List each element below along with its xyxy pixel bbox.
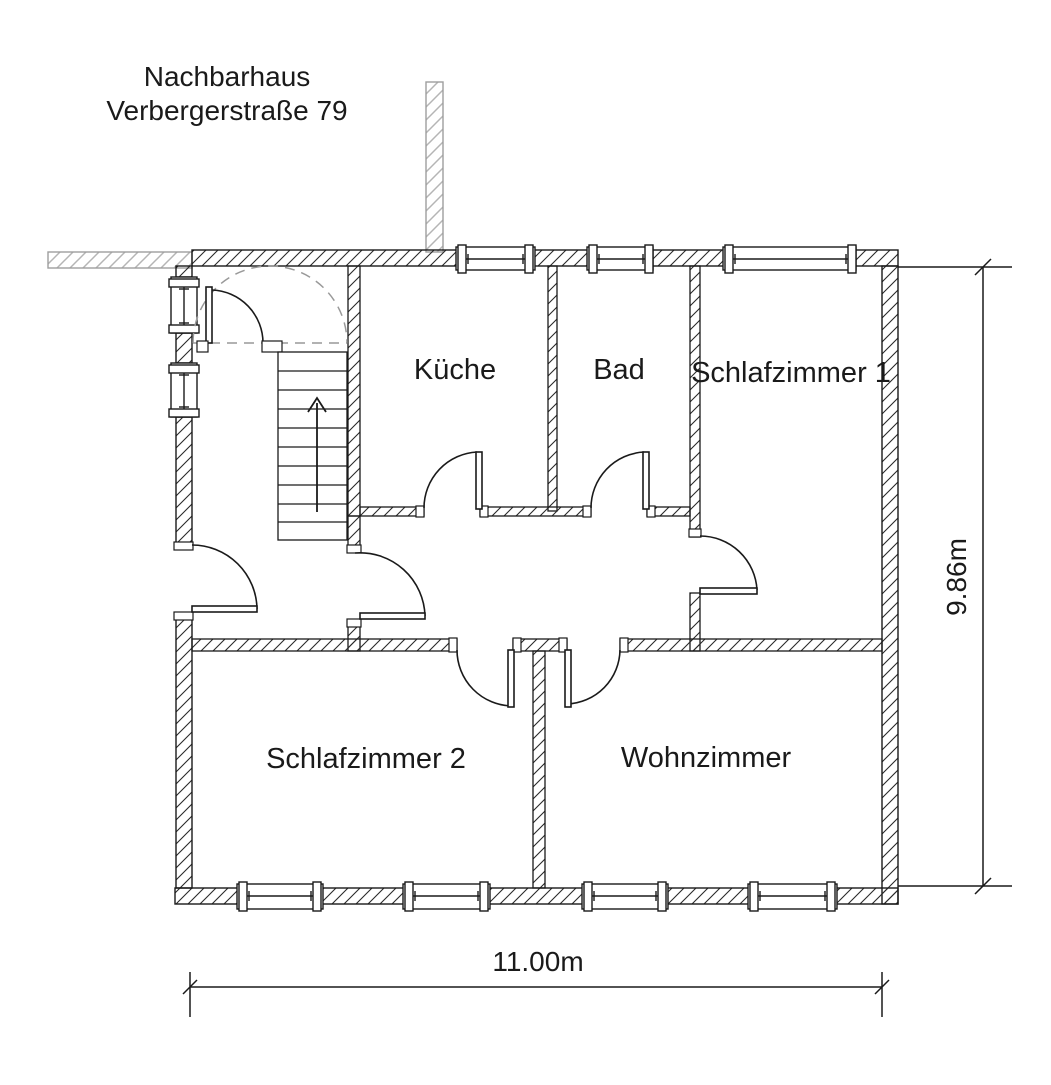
neighbor-wall-horizontal — [47, 251, 193, 269]
neighbor-label-line2: Verbergerstraße 79 — [106, 95, 347, 126]
wall-end-caps — [173, 505, 702, 653]
room-label-kueche: Küche — [414, 354, 496, 386]
dimension-width-label: 11.00m — [492, 946, 583, 977]
labels: Nachbarhaus Verbergerstraße 79 Küche Bad… — [106, 61, 972, 977]
door-stairhall — [354, 552, 426, 620]
room-label-schlafzimmer1: Schlafzimmer 1 — [691, 357, 891, 389]
door-wohnzimmer — [564, 649, 621, 708]
door-bad — [590, 451, 650, 510]
wall-hall-top-seg1 — [359, 506, 425, 517]
window-kueche — [455, 244, 536, 274]
dimension-right — [898, 258, 1012, 895]
wall-bad-schlafzimmer1 — [689, 265, 701, 538]
wall-left-seg3 — [175, 416, 193, 546]
door-schlafzimmer2 — [456, 649, 515, 708]
windows — [168, 244, 857, 912]
neighbor-label-line1: Nachbarhaus — [144, 61, 311, 92]
wall-hall-bottom-seg3 — [619, 638, 883, 652]
room-label-wohnzimmer: Wohnzimmer — [621, 742, 792, 774]
wall-left-seg2 — [175, 332, 193, 364]
dimension-bottom — [182, 972, 890, 1017]
window-left-a — [168, 276, 200, 334]
window-bad — [586, 244, 654, 274]
neighbor-walls — [47, 81, 444, 269]
window-schlafzimmer2-a — [236, 881, 324, 912]
window-schlafzimmer1 — [722, 244, 857, 274]
room-label-schlafzimmer2: Schlafzimmer 2 — [266, 743, 466, 775]
door-schlafzimmer1 — [699, 535, 758, 595]
doors — [191, 286, 758, 708]
wall-schlafzimmer2-wohnzimmer — [532, 650, 546, 889]
stairs — [277, 351, 348, 541]
window-wohnzimmer-a — [581, 881, 669, 912]
wall-top — [191, 249, 899, 267]
door-left-exterior — [191, 544, 258, 613]
wall-stair-kueche — [347, 265, 361, 517]
door-entrance — [196, 286, 283, 353]
window-left-b — [168, 362, 200, 418]
wall-left-seg1 — [175, 265, 193, 278]
outer-walls — [174, 249, 899, 905]
neighbor-wall-vertical — [425, 81, 444, 253]
window-schlafzimmer2-b — [402, 881, 491, 912]
wall-left-seg4 — [175, 612, 193, 889]
dimension-height-label: 9.86m — [941, 538, 972, 616]
stairs-up-arrow-icon — [307, 396, 327, 512]
wall-hall-bottom-seg1 — [191, 638, 458, 652]
entrance-arch-dashed — [192, 265, 348, 344]
room-label-bad: Bad — [593, 354, 645, 386]
wall-kueche-bad — [547, 265, 558, 512]
wall-hall-top-seg2 — [479, 506, 592, 517]
window-wohnzimmer-b — [747, 881, 838, 912]
door-kueche — [423, 451, 483, 510]
